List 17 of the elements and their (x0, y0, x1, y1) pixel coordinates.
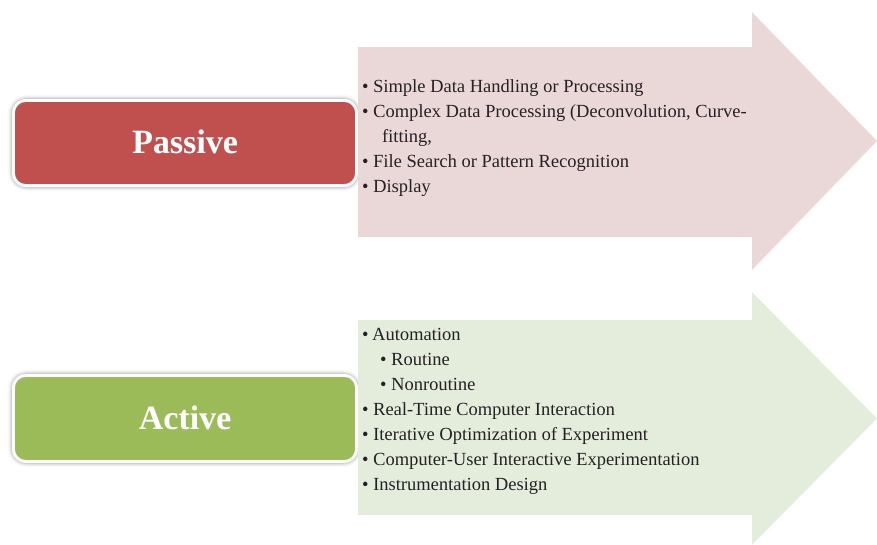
bullet-item: • Real-Time Computer Interaction (362, 399, 615, 422)
bullet-item: • File Search or Pattern Recognition (362, 151, 629, 174)
label-box (12, 99, 358, 187)
arrow-shape (358, 292, 877, 545)
bullet-item: • Computer-User Interactive Experimentation (362, 449, 700, 472)
box-label: Passive (132, 124, 238, 162)
bullet-item: • Routine (380, 349, 451, 372)
bullet-item: • Instrumentation Design (362, 474, 548, 497)
bullet-item: • Iterative Optimization of Experiment (362, 424, 648, 447)
bullet-item: • Simple Data Handling or Processing (362, 76, 644, 99)
label-box (12, 374, 358, 463)
bullet-item: • Nonroutine (380, 374, 476, 397)
box-label: Active (138, 400, 232, 438)
bullet-item: • Display (362, 176, 432, 199)
arrow-shape (358, 12, 877, 270)
bullet-item: • Automation (362, 324, 462, 347)
bullet-item: • Complex Data Processing (Deconvolution, Curve-fitting, (362, 101, 748, 149)
